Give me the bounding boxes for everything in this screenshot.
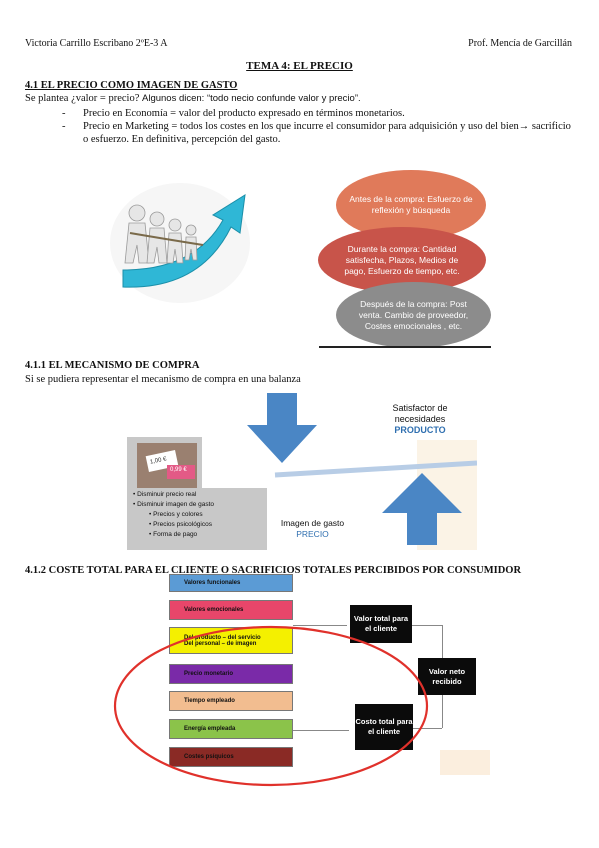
section-heading-4-1-2: 4.1.2 COSTE TOTAL PARA EL CLIENTE O SACR…	[25, 565, 522, 576]
section-heading-4-1: 4.1 EL PRECIO COMO IMAGEN DE GASTO	[25, 80, 238, 91]
satisfactor-text: Satisfactor de necesidades	[392, 403, 448, 424]
highlight-ellipse	[113, 625, 429, 787]
connector	[412, 728, 442, 729]
box-line-1: Del producto – del servicio	[184, 634, 261, 641]
section-heading-4-1-1: 4.1.1 EL MECANISMO DE COMPRA	[25, 360, 200, 371]
connector	[293, 730, 349, 731]
bullet-text: Precio en Marketing = todos los costes e…	[83, 121, 571, 145]
oval-durante-compra: Durante la compra: Cantidad satisfecha, …	[318, 227, 486, 293]
connector	[412, 625, 442, 626]
bullet-economia: -Precio en Economía = valor del producto…	[62, 108, 405, 119]
strategy-subitem: • Precios y colores	[149, 511, 203, 518]
box-tiempo-empleado: Tiempo empleado	[169, 691, 293, 711]
bullet-list: -Precio en Economía = valor del producto…	[58, 107, 573, 146]
producto-text: PRODUCTO	[394, 425, 446, 435]
intro-text: Se plantea ¿valor = precio? Algunos dice…	[25, 92, 361, 105]
box-energia-empleada: Energía empleada	[169, 719, 293, 739]
box-valores-funcionales: Valores funcionales	[169, 574, 293, 592]
intro-question: Se plantea ¿valor = precio?	[25, 93, 142, 104]
bullet-text: Precio en Economía = valor del producto …	[83, 108, 405, 119]
down-arrow-icon	[247, 393, 317, 463]
strategy-list: • Disminuir precio real • Disminuir imag…	[127, 488, 267, 550]
box-producto-servicio: Del producto – del servicio Del personal…	[169, 627, 293, 654]
oval-antes-compra: Antes de la compra: Esfuerzo de reflexió…	[336, 170, 486, 240]
connector	[442, 695, 443, 728]
balanza-text: Si se pudiera representar el mecanismo d…	[25, 374, 301, 385]
author-header: Victoria Carrillo Escribano 2ºE-3 A	[25, 38, 168, 49]
strategy-subitem: • Forma de pago	[149, 531, 198, 538]
connector	[442, 625, 443, 658]
box-costes-psiquicos: Costes psíquicos	[169, 747, 293, 767]
coste-total-box: Costo total para el cliente	[355, 704, 413, 750]
decor-corner	[440, 750, 490, 775]
valor-total-box: Valor total para el cliente	[350, 605, 412, 643]
strategy-subitem: • Precios psicológicos	[149, 521, 212, 528]
up-arrow-icon	[382, 473, 462, 545]
divider-line	[319, 346, 491, 348]
teacher-header: Prof. Mencía de Garcillán	[468, 38, 572, 49]
box-valores-emocionales: Valores emocionales	[169, 600, 293, 620]
satisfactor-label: Satisfactor de necesidades PRODUCTO	[385, 403, 455, 436]
intro-quote: Algunos dicen: “todo necio confunde valo…	[142, 93, 361, 104]
price-tag-2: 0,99 €	[170, 467, 187, 473]
precio-text: PRECIO	[296, 529, 329, 539]
tug-illustration	[110, 183, 250, 303]
page-title: TEMA 4: EL PRECIO	[246, 60, 353, 72]
imagen-text: Imagen de gasto	[280, 518, 345, 528]
oval-despues-compra: Después de la compra: Post venta. Cambio…	[336, 282, 491, 348]
strategy-item: • Disminuir precio real	[133, 491, 197, 498]
bullet-marketing: -Precio en Marketing = todos los costes …	[62, 121, 571, 145]
imagen-label: Imagen de gasto PRECIO	[270, 518, 355, 540]
connector	[293, 625, 347, 626]
valor-neto-box: Valor neto recibido	[418, 658, 476, 695]
balance-diagram	[127, 385, 477, 550]
box-precio-monetario: Precio monetario	[169, 664, 293, 684]
cost-diagram: Valores funcionales Valores emocionales …	[120, 574, 490, 775]
box-line-2: Del personal – de imagen	[184, 640, 257, 647]
strategy-item: • Disminuir imagen de gasto	[133, 501, 215, 508]
